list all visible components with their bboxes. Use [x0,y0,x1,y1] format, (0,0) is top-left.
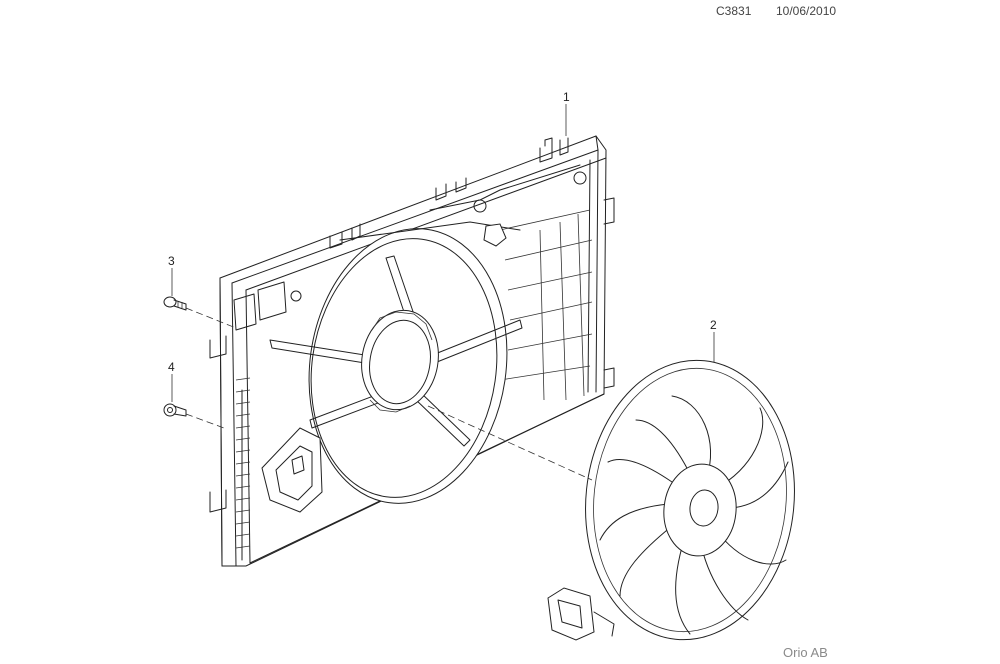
assembly-line-screw [185,307,237,329]
callout-4: 4 [168,360,175,374]
drawing-date: 10/06/2010 [776,4,837,18]
assembly-line-nut [185,413,225,429]
fan-blade[interactable] [572,350,808,650]
copyright-text: Orio AB [783,645,828,660]
nut[interactable] [163,403,187,417]
electrical-connector[interactable] [547,587,615,641]
assembly-line-fan [427,405,593,481]
callout-3: 3 [168,254,175,268]
fan-shroud-frame[interactable] [209,135,615,567]
callout-2: 2 [710,318,717,332]
screw[interactable] [163,296,187,311]
callout-1: 1 [563,90,570,104]
drawing-code: C3831 [716,4,752,18]
